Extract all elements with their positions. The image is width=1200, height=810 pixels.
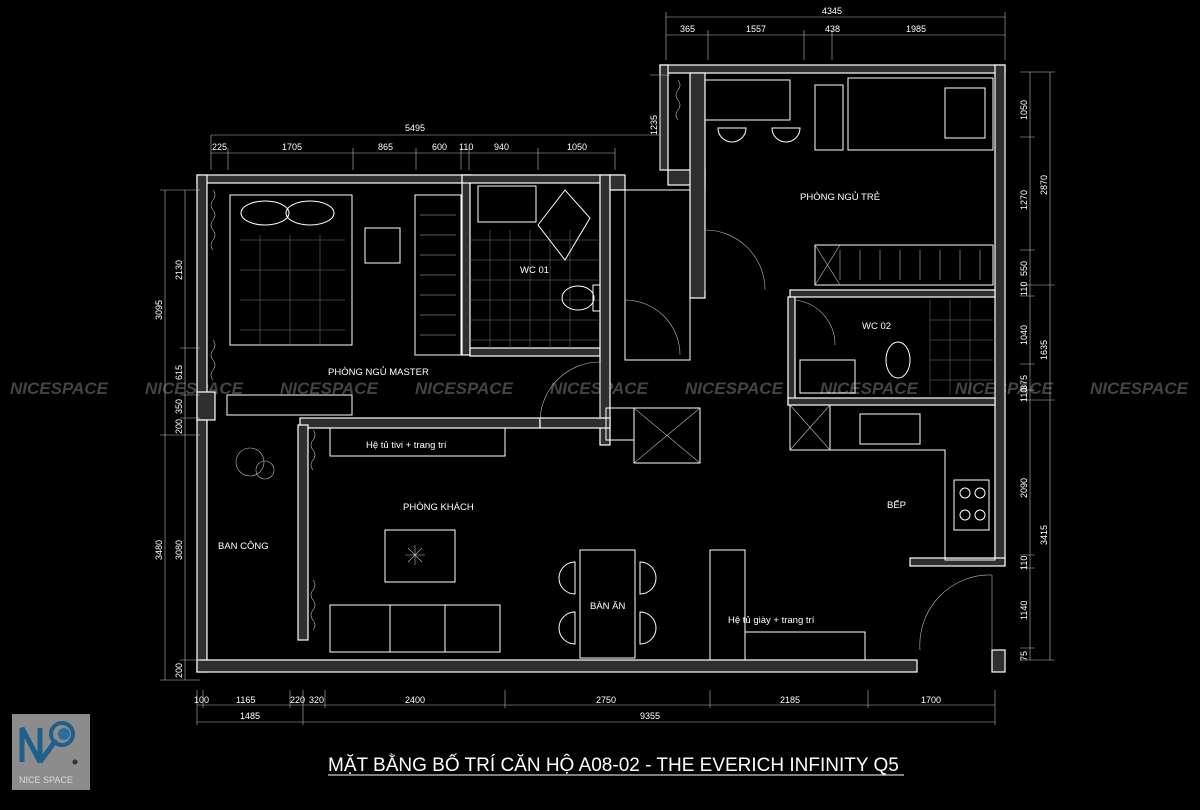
label-wc02: WC 02	[862, 321, 891, 332]
dim: 3480	[154, 540, 164, 560]
furniture	[210, 77, 996, 661]
dim: 110	[1019, 282, 1029, 296]
dim: 375	[1019, 375, 1029, 390]
coffee-table	[384, 529, 456, 583]
dim: 615	[174, 365, 184, 380]
watermark: NICESPACE	[550, 379, 649, 398]
dim: 220	[290, 695, 305, 705]
label-shoe-cabinet: Hệ tủ giày + trang trí	[728, 615, 815, 626]
walls	[196, 64, 1006, 673]
cooktop	[953, 479, 990, 531]
dim: 1700	[921, 695, 941, 705]
kids-bed	[847, 77, 994, 151]
label-balcony: BAN CÔNG	[218, 541, 269, 552]
dim: 110	[1019, 556, 1029, 570]
drawing-title: MẶT BẰNG BỐ TRÍ CĂN HỘ A08-02 - THE EVER…	[328, 754, 899, 776]
dim: 940	[494, 142, 509, 152]
dim: 1270	[1019, 190, 1029, 210]
dim: 2185	[780, 695, 800, 705]
dim: 110	[459, 142, 473, 152]
dim: 865	[378, 142, 393, 152]
dim: 1985	[906, 24, 926, 34]
dim: 1040	[1019, 325, 1029, 345]
nice-space-logo: NICE SPACE	[12, 714, 90, 790]
dim: 110	[1019, 388, 1029, 402]
kitchen-counter	[789, 404, 996, 561]
wc02-sink	[799, 359, 856, 394]
watermark: NICESPACE	[280, 379, 379, 398]
wc01-toilet	[561, 285, 595, 311]
dim: 3080	[174, 540, 184, 560]
dim: 438	[825, 24, 840, 34]
dim: 2750	[596, 695, 616, 705]
watermark: NICESPACE	[415, 379, 514, 398]
dimension-labels: 5495 225 1705 865 600 110 940 1050 4345 …	[154, 6, 1049, 721]
master-wardrobe	[414, 194, 462, 356]
dim: 2400	[405, 695, 425, 705]
watermark: NICESPACE	[145, 379, 244, 398]
tv-cabinet	[329, 427, 506, 457]
dim: 1165	[236, 695, 255, 705]
dim: 1050	[1019, 100, 1029, 120]
dim: 1235	[649, 115, 659, 135]
label-kitchen: BẾP	[887, 500, 906, 511]
dim: 5495	[405, 123, 425, 133]
dim: 3095	[154, 300, 164, 320]
room-labels: PHÒNG NGỦ MASTER WC 01 PHÒNG NGỦ TRẺ WC …	[218, 191, 906, 626]
logo-text: NICE SPACE	[19, 775, 73, 785]
watermark: NICESPACE	[685, 379, 784, 398]
label-kids-bedroom: PHÒNG NGỦ TRẺ	[800, 191, 880, 203]
wc02-toilet	[885, 341, 911, 379]
dim: 350	[174, 399, 184, 414]
label-living-room: PHÒNG KHÁCH	[403, 502, 474, 513]
dim: 9355	[640, 711, 660, 721]
dim: 1705	[282, 142, 302, 152]
dim: 200	[174, 663, 184, 678]
label-master-bedroom: PHÒNG NGỦ MASTER	[328, 366, 429, 378]
dim: 2130	[174, 260, 184, 280]
dim: 4345	[822, 6, 842, 16]
watermark: NICESPACE	[1090, 379, 1189, 398]
dim: 225	[212, 142, 227, 152]
dining-table	[579, 549, 636, 659]
label-tv-cabinet: Hệ tủ tivi + trang trí	[366, 440, 447, 451]
dim: 365	[680, 24, 695, 34]
watermark: NICESPACE	[820, 379, 919, 398]
dim: 1635	[1039, 340, 1049, 360]
dim: 3415	[1039, 525, 1049, 545]
dim: 2090	[1019, 478, 1029, 498]
kids-wardrobe	[814, 244, 994, 286]
watermark: NICESPACE	[10, 379, 109, 398]
dimension-lines	[160, 12, 1055, 725]
master-bed	[229, 194, 353, 346]
dim: 550	[1019, 261, 1029, 276]
dim: 200	[174, 419, 184, 434]
dim: 1050	[567, 142, 587, 152]
label-dining: BÀN ĂN	[590, 601, 626, 612]
label-wc01: WC 01	[520, 265, 549, 276]
dim: 600	[432, 142, 447, 152]
dim: 1485	[240, 711, 260, 721]
dim: 320	[309, 695, 324, 705]
kitchen-sink	[859, 413, 921, 445]
sofa	[329, 604, 501, 653]
dim: 100	[194, 695, 209, 705]
dim: 1557	[746, 24, 766, 34]
shoe-cabinet	[709, 549, 746, 661]
dim: 75	[1019, 651, 1029, 661]
dim: 2870	[1039, 175, 1049, 195]
dim: 1140	[1019, 601, 1029, 620]
wc01-sink	[477, 185, 537, 223]
